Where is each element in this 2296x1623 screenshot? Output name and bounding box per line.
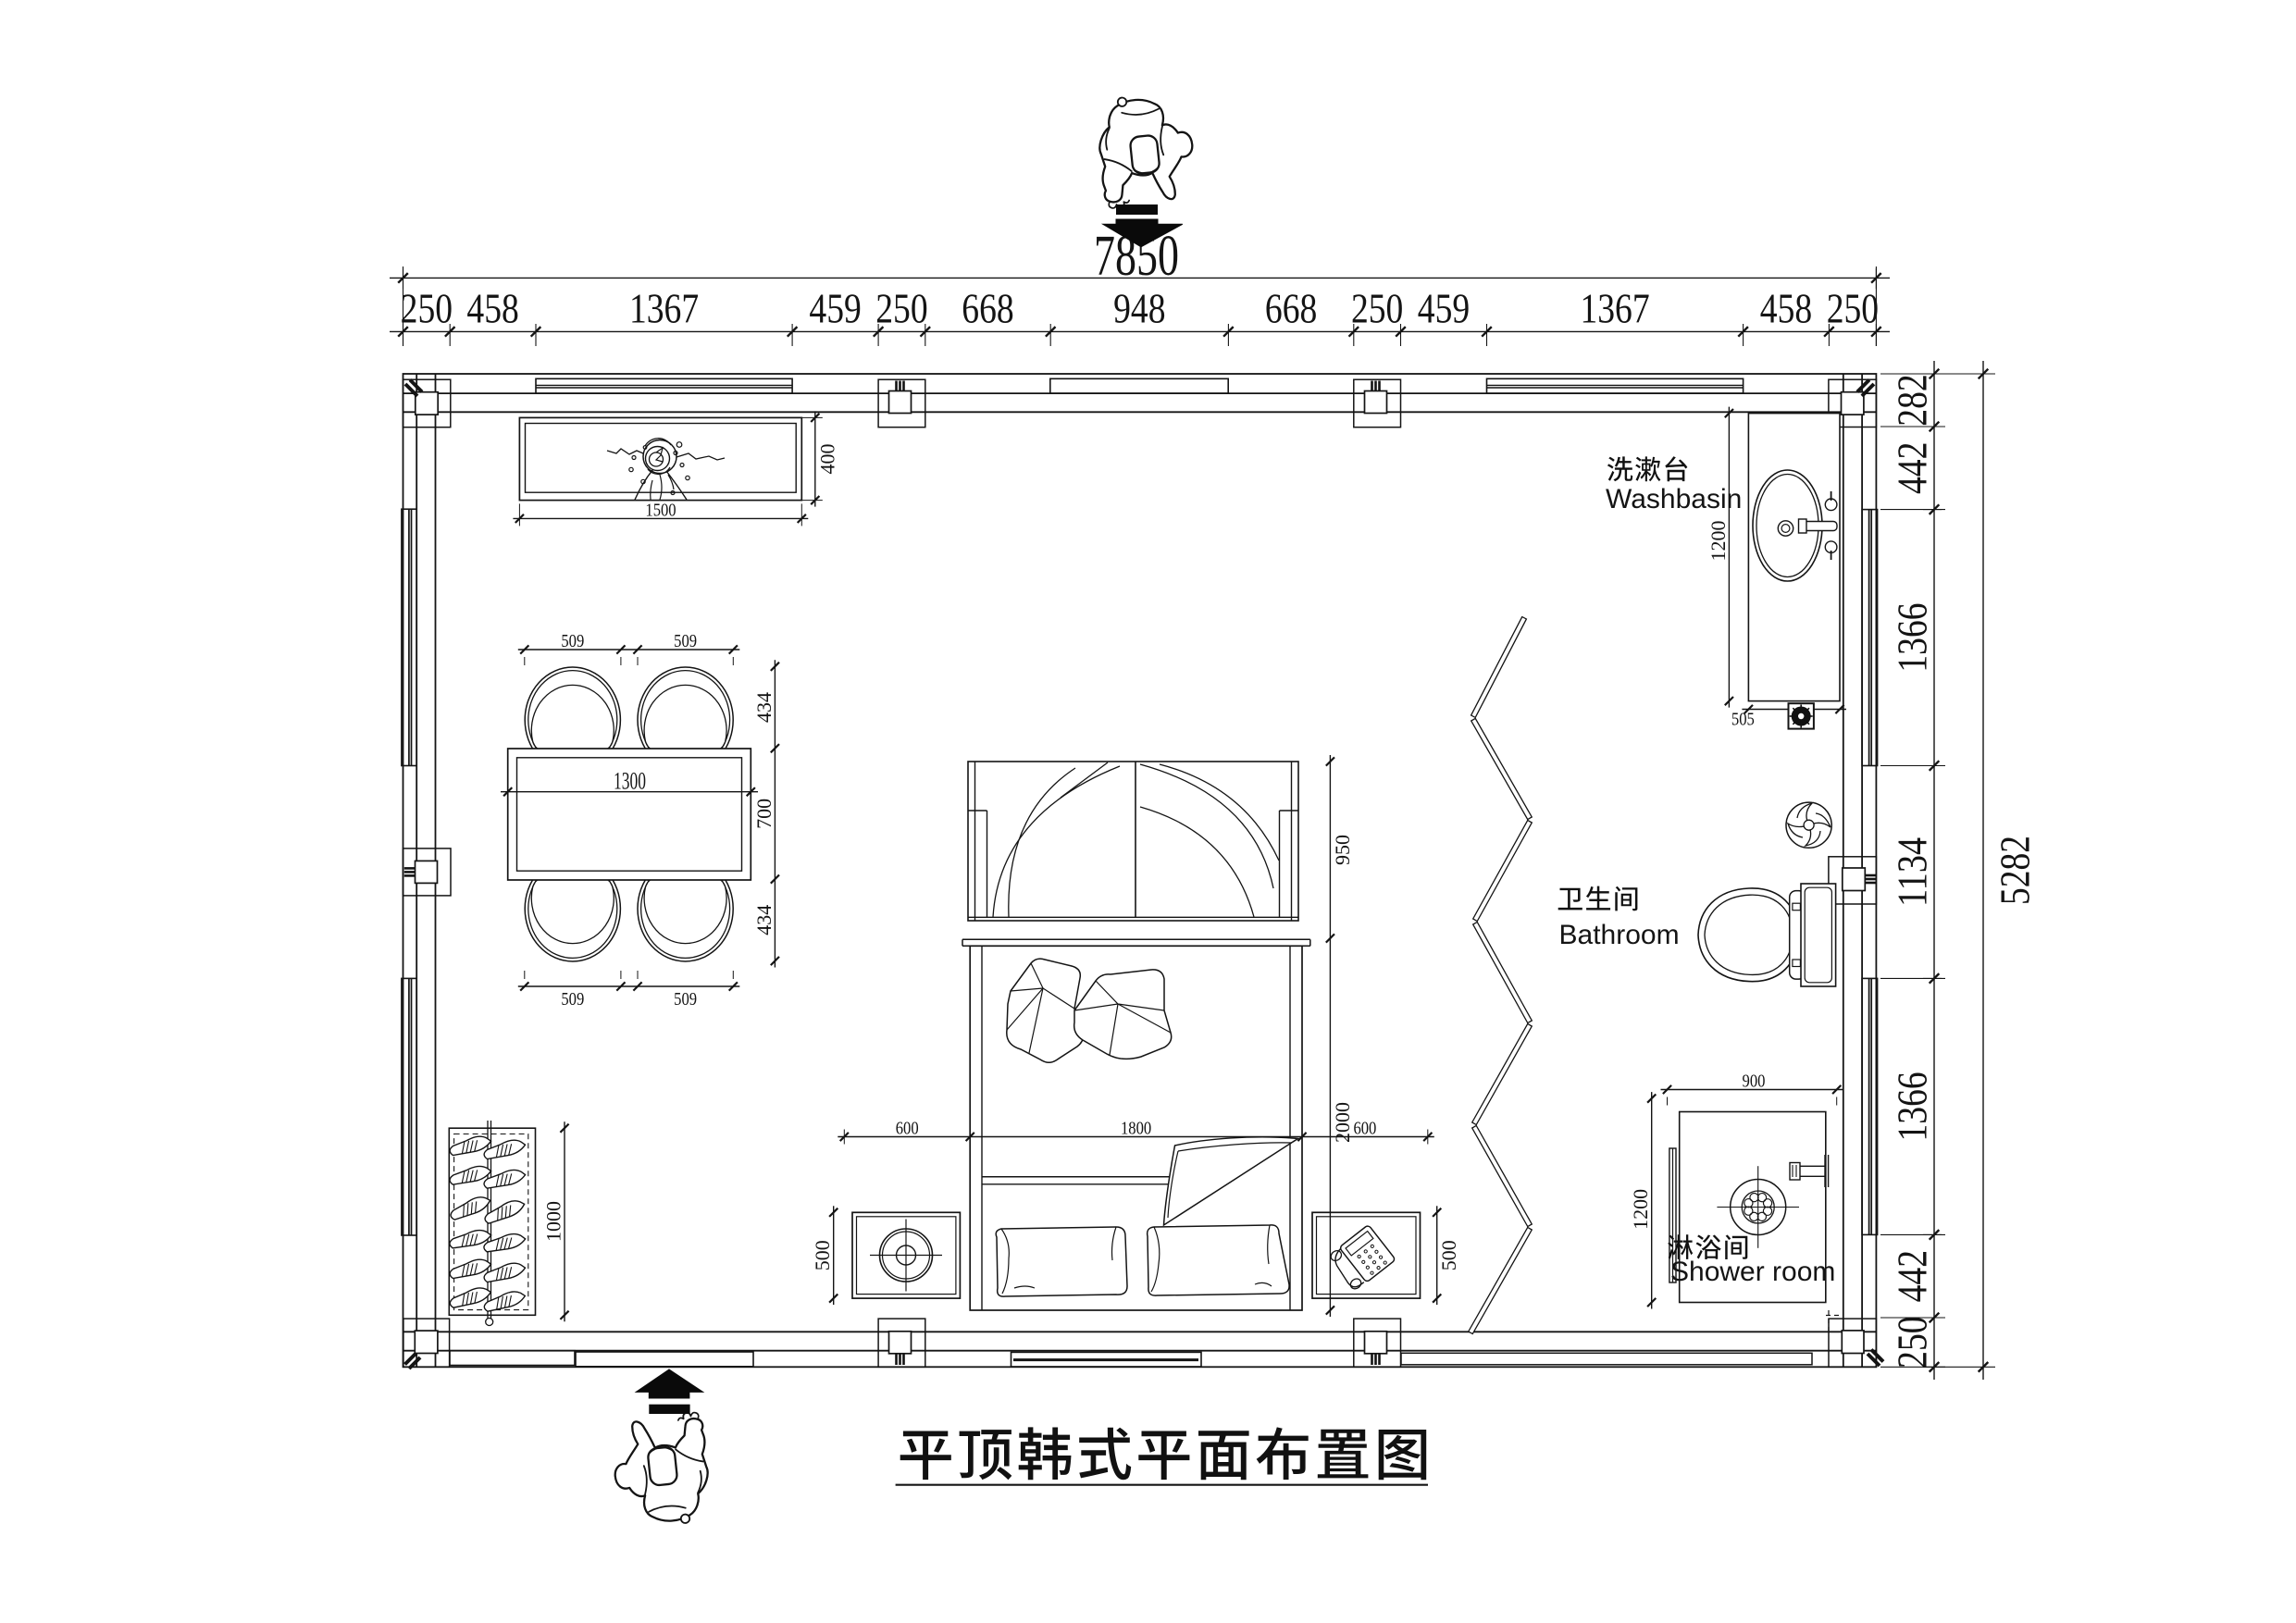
svg-text:Washbasin: Washbasin bbox=[1606, 484, 1742, 514]
svg-text:282: 282 bbox=[1889, 374, 1936, 426]
svg-text:509: 509 bbox=[561, 631, 584, 651]
svg-text:1366: 1366 bbox=[1889, 602, 1936, 672]
svg-text:509: 509 bbox=[561, 989, 584, 1010]
svg-text:1800: 1800 bbox=[1121, 1119, 1151, 1139]
svg-text:2000: 2000 bbox=[1331, 1102, 1354, 1143]
svg-text:458: 458 bbox=[466, 285, 518, 332]
svg-text:459: 459 bbox=[809, 285, 861, 332]
svg-text:505: 505 bbox=[1731, 710, 1755, 730]
svg-text:Bathroom: Bathroom bbox=[1559, 920, 1680, 950]
svg-text:5282: 5282 bbox=[1992, 836, 2039, 905]
svg-text:900: 900 bbox=[1743, 1072, 1766, 1092]
svg-text:668: 668 bbox=[1265, 285, 1317, 332]
svg-text:1134: 1134 bbox=[1889, 837, 1936, 907]
svg-text:Shower room: Shower room bbox=[1670, 1257, 1835, 1287]
svg-text:250: 250 bbox=[401, 285, 453, 332]
svg-text:668: 668 bbox=[962, 285, 1013, 332]
svg-text:442: 442 bbox=[1889, 442, 1936, 494]
svg-text:509: 509 bbox=[674, 989, 697, 1010]
svg-text:509: 509 bbox=[674, 631, 697, 651]
svg-text:1500: 1500 bbox=[645, 500, 676, 520]
svg-text:500: 500 bbox=[811, 1240, 834, 1270]
svg-text:434: 434 bbox=[752, 905, 776, 935]
svg-text:1000: 1000 bbox=[542, 1201, 565, 1242]
svg-text:1300: 1300 bbox=[614, 768, 646, 795]
svg-text:1367: 1367 bbox=[1580, 285, 1649, 332]
svg-text:500: 500 bbox=[1437, 1240, 1460, 1270]
svg-text:1200: 1200 bbox=[1706, 521, 1730, 562]
svg-text:434: 434 bbox=[752, 692, 776, 723]
svg-text:1367: 1367 bbox=[629, 285, 699, 332]
svg-text:400: 400 bbox=[815, 444, 838, 475]
svg-text:950: 950 bbox=[1331, 835, 1354, 865]
svg-text:250: 250 bbox=[1889, 1316, 1936, 1368]
svg-text:250: 250 bbox=[875, 285, 927, 332]
svg-text:250: 250 bbox=[1351, 285, 1403, 332]
svg-text:1366: 1366 bbox=[1889, 1072, 1936, 1141]
svg-text:600: 600 bbox=[896, 1119, 919, 1139]
svg-text:600: 600 bbox=[1353, 1119, 1376, 1139]
svg-text:1200: 1200 bbox=[1629, 1189, 1652, 1230]
svg-text:459: 459 bbox=[1418, 285, 1470, 332]
svg-text:700: 700 bbox=[752, 799, 776, 829]
svg-text:442: 442 bbox=[1889, 1250, 1936, 1302]
svg-text:948: 948 bbox=[1113, 285, 1165, 332]
svg-text:458: 458 bbox=[1760, 285, 1812, 332]
svg-text:250: 250 bbox=[1827, 285, 1879, 332]
